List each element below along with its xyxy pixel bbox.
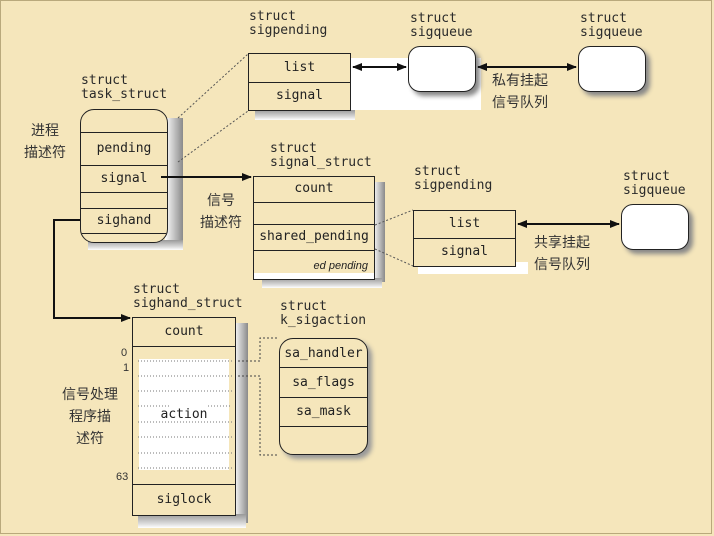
field-label: sa_handler: [284, 346, 363, 361]
sigqueue-private-2-box: [578, 46, 646, 92]
sigpending-private-field-signal: signal: [249, 83, 350, 110]
sighand-struct-box: count action siglock: [132, 317, 236, 516]
signal-struct-white-strip: [254, 273, 374, 279]
signal-struct-field-count: count: [254, 177, 374, 203]
sighand-struct-shadow-bottom: [138, 514, 246, 528]
task-struct-description: 进程 描述符: [24, 123, 66, 161]
task-struct-title: struct task_struct: [81, 73, 168, 102]
sighand-struct-shadow: [234, 323, 248, 523]
action-array-grid: [138, 360, 232, 469]
sighand-struct-title: struct sighand_struct: [133, 282, 243, 311]
task-struct-field-empty: [81, 193, 167, 209]
k-sigaction-title: struct k_sigaction: [280, 299, 367, 328]
k-sigaction-field-sa-flags: sa_flags: [280, 368, 367, 398]
sigqueue-shared-box: [621, 204, 689, 250]
task-struct-field-sighand: sighand: [81, 209, 167, 234]
action-to-k-sigaction-bottom: [238, 375, 279, 456]
sigpending-shared-title: struct sigpending: [414, 164, 493, 193]
signal-struct-field-shared-pending: shared_pending: [254, 225, 374, 251]
shared-pending-to-sigpending-bottom: [374, 248, 414, 267]
signal-struct-description: 信号 描述符: [200, 193, 242, 231]
shared-queue-label: 共享挂起 信号队列: [534, 235, 590, 273]
task-struct-shadow: [165, 118, 183, 248]
field-label: action: [160, 407, 208, 422]
sigpending-private-box: list signal: [248, 53, 351, 111]
pending-to-sigpending-bottom: [177, 110, 249, 163]
field-label: signal: [100, 171, 148, 186]
field-label: count: [294, 181, 334, 196]
sigqueue-shared-title: struct sigqueue: [623, 169, 686, 198]
field-label: siglock: [156, 492, 212, 507]
sighand-struct-field-siglock: siglock: [133, 485, 235, 515]
sigpending-shared-field-signal: signal: [414, 239, 515, 266]
field-label: sa_flags: [292, 375, 355, 390]
sigpending-private-shadow: [255, 110, 355, 120]
action-index-1: 1: [123, 362, 130, 374]
field-label: shared_pending: [259, 229, 369, 244]
task-struct-field-top: [81, 110, 167, 133]
field-label: sa_mask: [296, 404, 351, 419]
sigqueue-private-2-title: struct sigqueue: [580, 11, 643, 40]
sighand-struct-description: 信号处理 程序描 述符: [62, 387, 118, 447]
field-label: pending: [96, 141, 152, 156]
shared-pending-to-sigpending-top: [374, 209, 414, 226]
private-queue-label: 私有挂起 信号队列: [492, 73, 548, 111]
pending-to-sigpending-top: [177, 53, 249, 119]
sighand-struct-field-action: action: [133, 347, 235, 485]
action-index-0: 0: [121, 347, 128, 359]
k-sigaction-box: sa_handler sa_flags sa_mask: [279, 338, 368, 455]
signal-struct-title: struct signal_struct: [270, 141, 372, 170]
field-label: signal: [276, 88, 323, 103]
action-to-k-sigaction-top: [238, 337, 279, 362]
k-sigaction-field-sa-mask: sa_mask: [280, 398, 367, 427]
sigqueue-private-1-title: struct sigqueue: [410, 11, 473, 40]
field-label: count: [164, 324, 204, 339]
field-label: list: [283, 60, 316, 75]
task-struct-field-pending: pending: [81, 133, 167, 166]
sigpending-shared-box: list signal: [413, 210, 516, 267]
field-label: signal: [441, 244, 488, 259]
task-struct-field-signal: signal: [81, 166, 167, 193]
sigpending-private-title: struct sigpending: [249, 9, 328, 38]
action-array-area: [139, 359, 229, 470]
signal-struct-field-ed-pending: ed pending: [254, 251, 374, 279]
signal-struct-shadow: [373, 182, 385, 282]
field-label: list: [448, 216, 481, 231]
sigpending-private-field-list: list: [249, 54, 350, 83]
k-sigaction-field-sa-handler: sa_handler: [280, 339, 367, 368]
signal-struct-field-empty: [254, 203, 374, 225]
signal-struct-shadow-bottom: [262, 278, 382, 288]
field-label: ed pending: [313, 260, 368, 272]
action-index-63: 63: [116, 471, 129, 483]
sighand-struct-field-count: count: [133, 318, 235, 347]
task-struct-shadow-bottom: [88, 240, 183, 250]
sighand-to-sighand-struct-arrow: [53, 219, 131, 322]
field-label: sighand: [96, 213, 152, 228]
signal-struct-box: count shared_pending ed pending: [253, 176, 375, 280]
sigqueue-private-1-box: [408, 46, 476, 92]
sigpending-shared-field-list: list: [414, 211, 515, 239]
